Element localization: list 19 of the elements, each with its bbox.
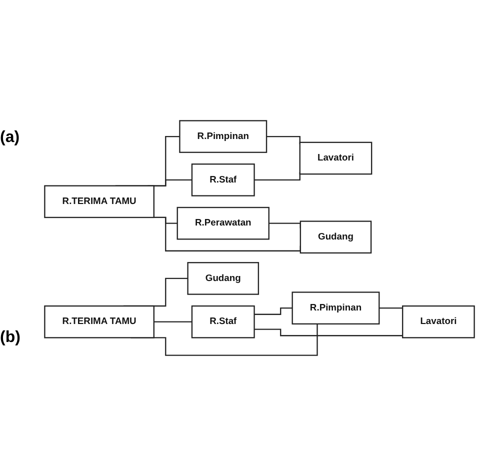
connector	[266, 136, 300, 144]
node-box: R.TERIMA TAMU	[44, 185, 154, 218]
node-box: R.Pimpinan	[179, 120, 268, 153]
connector	[254, 328, 404, 336]
panel-label: (a)	[0, 129, 21, 147]
node-box: R.Staf	[191, 305, 255, 338]
connector	[154, 321, 193, 322]
node-box: R.TERIMA TAMU	[44, 305, 154, 338]
node-box: R.Pimpinan	[292, 292, 380, 324]
node-box: Lavatori	[299, 142, 372, 175]
node-box: Gudang	[300, 220, 372, 254]
connector	[254, 308, 293, 315]
connector	[254, 172, 300, 181]
node-box: Gudang	[187, 262, 260, 295]
node-box: R.Perawatan	[176, 206, 270, 240]
node-box: Lavatori	[402, 305, 475, 338]
connector	[379, 308, 404, 312]
panel-label: (b)	[0, 329, 22, 347]
node-box: R.Staf	[191, 164, 255, 196]
